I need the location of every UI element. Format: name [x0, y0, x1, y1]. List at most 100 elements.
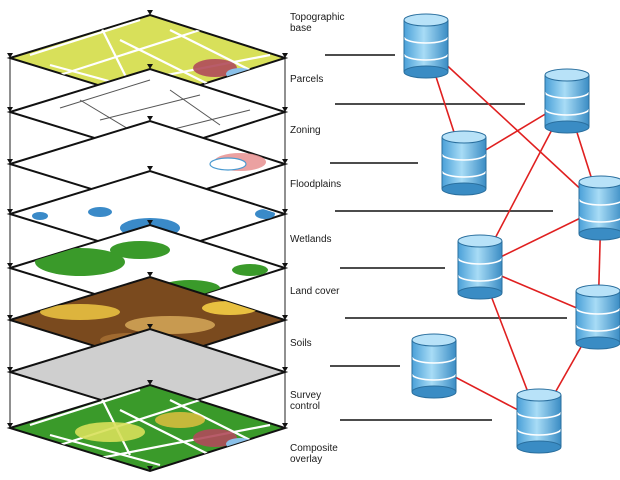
database-body [458, 241, 502, 293]
database-top [403, 13, 449, 27]
database-body [412, 340, 456, 392]
database-body [576, 291, 620, 343]
corner-arrow [147, 64, 153, 69]
database-top [578, 175, 620, 189]
database-top [411, 333, 457, 347]
database-band [578, 215, 620, 223]
soil-area [125, 316, 215, 334]
road-line [99, 24, 131, 86]
landcover-area [232, 264, 268, 276]
flood-outline [209, 157, 247, 171]
road-line [49, 433, 161, 467]
database-bottom [544, 120, 590, 134]
database-bottom [457, 286, 503, 300]
database-body [579, 182, 620, 234]
database-band [575, 324, 620, 332]
corner-arrow [147, 324, 153, 329]
corner-arrow [282, 263, 288, 268]
corner-arrow [147, 166, 153, 171]
database-band [575, 307, 620, 315]
corner-arrow [7, 107, 13, 112]
database-bottom [411, 385, 457, 399]
soil-area [40, 304, 120, 320]
layer-label-soils: Soils [290, 338, 312, 349]
database-band [578, 198, 620, 206]
road-line [59, 28, 201, 77]
corner-arrow [282, 159, 288, 164]
database-body [545, 75, 589, 127]
database-band [441, 153, 487, 161]
corner-arrow [282, 107, 288, 112]
db-connector-line [425, 45, 602, 209]
corner-arrow [282, 423, 288, 428]
map-region [75, 422, 145, 442]
corner-arrow [7, 315, 13, 320]
corner-arrow [7, 53, 13, 58]
map-detail [29, 18, 271, 97]
corner-arrow [147, 380, 153, 385]
road-line [119, 409, 221, 461]
database-bottom [575, 336, 620, 350]
corner-arrow [7, 367, 13, 372]
layer-label-zoning: Zoning [290, 125, 321, 136]
database-body [517, 395, 561, 447]
database-bottom [578, 227, 620, 241]
wetland-area [88, 207, 112, 217]
road-line [29, 18, 141, 57]
layer-label-parcels: Parcels [290, 74, 324, 85]
database-band [516, 428, 562, 436]
database-band [457, 257, 503, 265]
database-icon [441, 130, 487, 196]
database-band [403, 53, 449, 61]
database-icon [578, 175, 620, 241]
database-band [403, 36, 449, 44]
database-icon [544, 68, 590, 134]
landcover-area [35, 248, 125, 276]
database-top [575, 284, 620, 298]
corner-arrow [282, 315, 288, 320]
layer-plate-composite [6, 380, 289, 473]
map-detail [29, 388, 271, 467]
parcel-line [59, 79, 151, 109]
road-line [119, 39, 221, 91]
database-icon [457, 234, 503, 300]
road-line [169, 399, 251, 441]
layer-plate-topo [6, 10, 289, 103]
database-band [441, 170, 487, 178]
wetland-area [255, 209, 275, 219]
database-icon [575, 284, 620, 350]
layer-label-land-cover: Land cover [290, 286, 340, 297]
layer-label-floodplains: Floodplains [290, 179, 342, 190]
corner-arrow [147, 466, 153, 471]
corner-arrow [7, 159, 13, 164]
database-top [457, 234, 503, 248]
corner-arrow [282, 367, 288, 372]
layer-label-survey-control: Survey control [290, 390, 322, 412]
corner-arrow [7, 209, 13, 214]
database-band [411, 373, 457, 381]
layer-label-composite-overlay: Composite overlay [290, 443, 338, 465]
database-band [544, 91, 590, 99]
database-band [544, 108, 590, 116]
corner-arrow [7, 423, 13, 428]
database-top [441, 130, 487, 144]
database-top [544, 68, 590, 82]
wetland-area [32, 212, 48, 220]
road-line [169, 29, 251, 71]
database-body [442, 137, 486, 189]
database-top [516, 388, 562, 402]
database-icon [411, 333, 457, 399]
map-region [193, 429, 237, 447]
corner-arrow [147, 116, 153, 121]
corner-arrow [147, 220, 153, 225]
map-region [155, 412, 205, 428]
database-bottom [403, 65, 449, 79]
layer-label-topographic-base: Topographic base [290, 12, 345, 34]
database-icon [403, 13, 449, 79]
database-body [404, 20, 448, 72]
landcover-area [110, 241, 170, 259]
database-icon [516, 388, 562, 454]
parcel-line [169, 89, 221, 126]
corner-arrow [147, 10, 153, 15]
